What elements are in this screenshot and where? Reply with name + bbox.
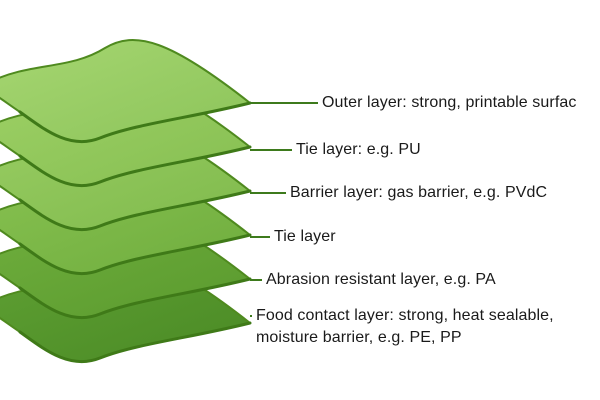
outer-layer-label: Outer layer: strong, printable surfac	[322, 94, 577, 111]
tie-layer-label: Tie layer	[274, 228, 336, 245]
abrasion-resistant-layer-label: Abrasion resistant layer, e.g. PA	[266, 271, 496, 288]
sheet-edge-barrier	[18, 189, 252, 232]
sheet-edge-outer	[18, 101, 252, 144]
tie-layer-pu-label: Tie layer: e.g. PU	[296, 141, 421, 158]
food-contact-label-line-2: moisture barrier, e.g. PE, PP	[256, 329, 462, 346]
sheet-edge-tie-1	[18, 145, 252, 188]
barrier-layer-label: Barrier layer: gas barrier, e.g. PVdC	[290, 184, 548, 201]
sheet-edge-abrasion	[18, 277, 252, 320]
sheet-edge-tie-2	[18, 233, 252, 276]
food-contact-label-line-1: Food contact layer: strong, heat sealabl…	[256, 307, 554, 324]
sheet-edge-food-contact	[18, 321, 252, 364]
food-contact-layer-label: Food contact layer: strong, heat sealabl…	[256, 305, 596, 349]
